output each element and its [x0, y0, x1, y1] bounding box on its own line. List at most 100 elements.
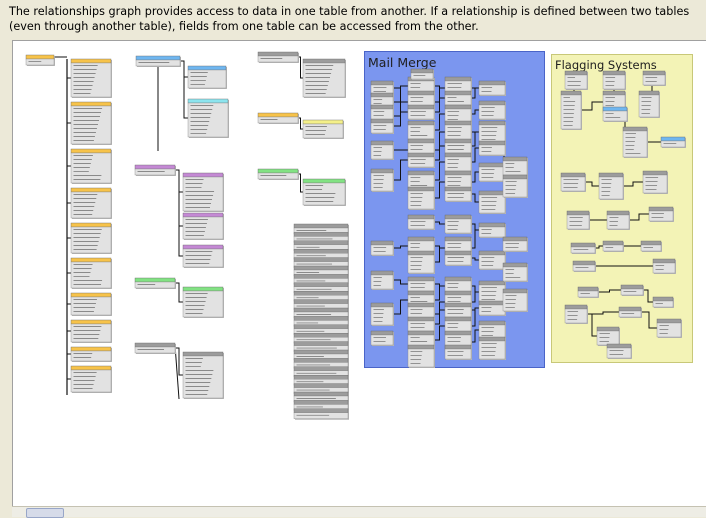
table-occurrence[interactable] — [502, 236, 528, 252]
table-occurrence[interactable] — [640, 240, 662, 252]
table-occurrence[interactable] — [293, 265, 349, 277]
table-occurrence[interactable] — [478, 80, 506, 96]
table-occurrence[interactable] — [407, 104, 435, 120]
table-occurrence[interactable] — [407, 186, 435, 210]
table-occurrence[interactable] — [502, 156, 528, 176]
table-occurrence[interactable] — [70, 257, 112, 289]
table-occurrence[interactable] — [293, 391, 349, 403]
table-occurrence[interactable] — [407, 214, 435, 230]
table-occurrence[interactable] — [606, 343, 632, 359]
table-occurrence[interactable] — [70, 101, 112, 145]
table-occurrence[interactable] — [70, 346, 112, 362]
table-occurrence[interactable] — [478, 250, 506, 270]
table-occurrence[interactable] — [70, 365, 112, 393]
table-occurrence[interactable] — [606, 210, 630, 230]
scrollbar-thumb[interactable] — [26, 508, 64, 518]
table-occurrence[interactable] — [478, 320, 506, 340]
table-occurrence[interactable] — [478, 336, 506, 360]
table-occurrence[interactable] — [370, 330, 394, 346]
table-occurrence[interactable] — [407, 276, 435, 292]
table-occurrence[interactable] — [478, 100, 506, 120]
table-occurrence[interactable] — [370, 140, 394, 160]
table-occurrence[interactable] — [478, 222, 506, 238]
table-occurrence[interactable] — [642, 170, 668, 194]
table-occurrence[interactable] — [70, 319, 112, 343]
table-occurrence[interactable] — [602, 240, 624, 252]
table-occurrence[interactable] — [370, 302, 394, 326]
table-occurrence[interactable] — [182, 286, 224, 318]
table-occurrence[interactable] — [652, 258, 676, 274]
table-occurrence[interactable] — [370, 240, 394, 256]
table-occurrence[interactable] — [293, 223, 349, 235]
table-occurrence[interactable] — [182, 351, 224, 399]
table-occurrence[interactable] — [302, 58, 346, 98]
table-occurrence[interactable] — [70, 58, 112, 98]
table-occurrence[interactable] — [560, 90, 582, 130]
table-occurrence[interactable] — [444, 138, 472, 154]
table-occurrence[interactable] — [502, 262, 528, 282]
table-occurrence[interactable] — [570, 242, 596, 254]
table-occurrence[interactable] — [566, 210, 590, 230]
horizontal-scrollbar[interactable] — [12, 506, 706, 518]
table-occurrence[interactable] — [70, 148, 112, 184]
table-occurrence[interactable] — [618, 306, 642, 318]
table-occurrence[interactable] — [478, 140, 506, 156]
table-occurrence[interactable] — [444, 104, 472, 124]
table-occurrence[interactable] — [656, 318, 682, 338]
relationships-graph-canvas[interactable]: Mail Merge Flagging Systems — [12, 40, 706, 517]
table-occurrence[interactable] — [293, 358, 349, 370]
table-occurrence[interactable] — [622, 126, 648, 158]
table-occurrence[interactable] — [478, 190, 506, 214]
table-occurrence[interactable] — [302, 119, 344, 139]
table-occurrence[interactable] — [478, 162, 506, 182]
table-occurrence[interactable] — [70, 222, 112, 254]
table-occurrence[interactable] — [478, 280, 506, 304]
table-occurrence[interactable] — [187, 65, 227, 89]
table-occurrence[interactable] — [564, 70, 588, 90]
table-occurrence[interactable] — [648, 206, 674, 222]
table-occurrence[interactable] — [596, 326, 620, 346]
table-occurrence[interactable] — [293, 333, 349, 345]
table-occurrence[interactable] — [407, 250, 435, 274]
table-occurrence[interactable] — [598, 172, 624, 200]
table-occurrence[interactable] — [444, 214, 472, 234]
table-occurrence[interactable] — [444, 250, 472, 266]
table-occurrence[interactable] — [293, 307, 349, 319]
table-occurrence[interactable] — [182, 172, 224, 212]
table-occurrence[interactable] — [638, 90, 660, 118]
table-occurrence[interactable] — [410, 68, 434, 80]
table-occurrence[interactable] — [564, 304, 588, 324]
table-occurrence[interactable] — [444, 152, 472, 172]
table-occurrence[interactable] — [257, 51, 299, 63]
table-occurrence[interactable] — [70, 292, 112, 316]
table-occurrence[interactable] — [182, 244, 224, 268]
table-occurrence[interactable] — [70, 187, 112, 219]
table-occurrence[interactable] — [370, 168, 394, 192]
table-occurrence[interactable] — [370, 118, 394, 134]
table-occurrence[interactable] — [257, 168, 299, 180]
table-occurrence[interactable] — [257, 112, 299, 124]
table-occurrence[interactable] — [135, 55, 181, 67]
table-occurrence[interactable] — [407, 170, 435, 190]
table-occurrence[interactable] — [478, 120, 506, 144]
table-occurrence[interactable] — [302, 178, 346, 206]
table-occurrence[interactable] — [187, 98, 229, 138]
table-occurrence[interactable] — [444, 302, 472, 318]
table-occurrence[interactable] — [572, 260, 596, 272]
table-occurrence[interactable] — [407, 316, 435, 332]
table-occurrence[interactable] — [444, 120, 472, 144]
table-occurrence[interactable] — [370, 80, 394, 96]
table-occurrence[interactable] — [293, 240, 349, 252]
table-occurrence[interactable] — [182, 212, 224, 240]
table-occurrence[interactable] — [407, 152, 435, 168]
table-occurrence[interactable] — [134, 164, 176, 176]
table-occurrence[interactable] — [293, 282, 349, 294]
table-occurrence[interactable] — [620, 284, 644, 296]
table-occurrence[interactable] — [642, 70, 666, 86]
table-occurrence[interactable] — [444, 344, 472, 360]
table-occurrence[interactable] — [652, 296, 674, 308]
table-occurrence[interactable] — [293, 375, 349, 387]
table-occurrence[interactable] — [134, 342, 176, 354]
table-occurrence[interactable] — [602, 70, 626, 90]
table-occurrence[interactable] — [502, 174, 528, 198]
